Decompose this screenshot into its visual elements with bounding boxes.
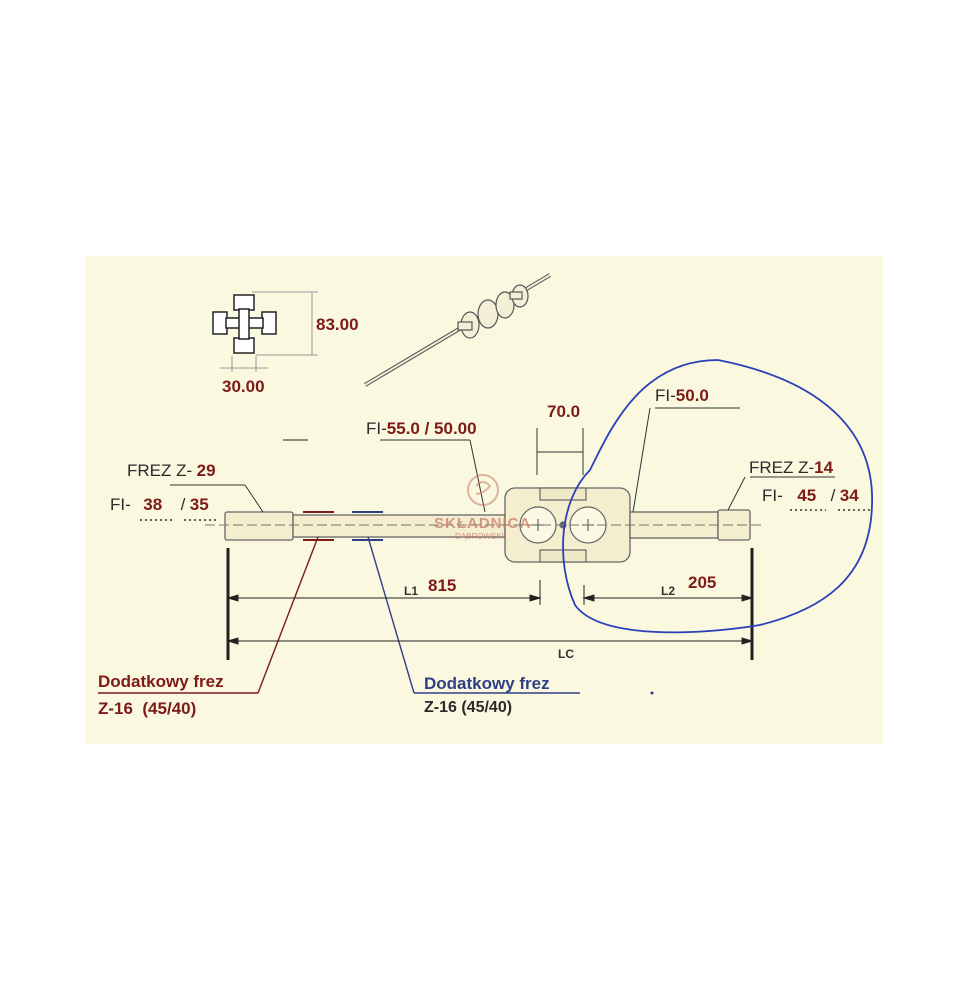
cross-dimension-lines	[220, 291, 318, 372]
l2-value: 205	[688, 573, 717, 592]
left-fi-label: FI- 38 / 35	[110, 495, 209, 514]
right-frez-value: 14	[814, 458, 834, 477]
right-frez-label: FREZ Z-14	[749, 459, 833, 477]
left-frez-label: FREZ Z- 29	[127, 462, 216, 480]
yoke-fi-label: FI-55.0 / 50.00	[366, 420, 477, 438]
dimension-lines	[226, 548, 754, 660]
frez-prefix: FREZ Z-	[127, 461, 193, 480]
watermark-logo	[467, 474, 499, 506]
right-tube-fi-label: FI-50.0	[655, 387, 709, 405]
cross-height-value: 83.00	[316, 315, 359, 334]
l1-label: L1	[404, 584, 419, 598]
leader-lines	[98, 407, 835, 694]
yoke-details	[519, 487, 607, 563]
cross-width-value: 30.00	[222, 377, 265, 396]
extra-cut-left-spec: Z-16 (45/40)	[98, 699, 197, 718]
extra-cut-right-title: Dodatkowy frez	[424, 674, 550, 693]
left-frez-value: 29	[196, 461, 216, 480]
lc-label: LC	[558, 647, 574, 661]
l1-value: 815	[428, 576, 457, 595]
right-fi-a: 45	[797, 486, 817, 505]
watermark-name: SKŁADNICA	[434, 515, 532, 532]
extra-cut-left-title: Dodatkowy frez	[98, 672, 224, 691]
left-fi-b: 35	[189, 495, 209, 514]
fi-prefix: FI-	[762, 486, 783, 505]
shaft-perspective-icon	[363, 273, 552, 387]
extra-cut-right-spec: Z-16 (45/40)	[424, 699, 513, 716]
fi-prefix: FI-	[366, 419, 387, 438]
right-fi-label: FI- 45 / 34	[762, 486, 859, 505]
right-fi-b: 34	[839, 486, 859, 505]
highlight-circle	[562, 359, 873, 634]
frez-prefix: FREZ Z-	[749, 458, 815, 477]
cross-joint-icon	[212, 294, 277, 354]
yoke-width-value: 70.0	[547, 402, 581, 421]
yoke-fi-value: 55.0 / 50.00	[386, 419, 477, 438]
right-tube-fi-value: 50.0	[675, 386, 709, 405]
l2-label: L2	[661, 584, 676, 598]
fi-prefix: FI-	[110, 495, 131, 514]
drawing-panel	[85, 256, 883, 744]
left-fi-a: 38	[143, 495, 163, 514]
fi-prefix: FI-	[655, 386, 676, 405]
watermark-sub: DĄBROWSKI	[455, 532, 504, 541]
